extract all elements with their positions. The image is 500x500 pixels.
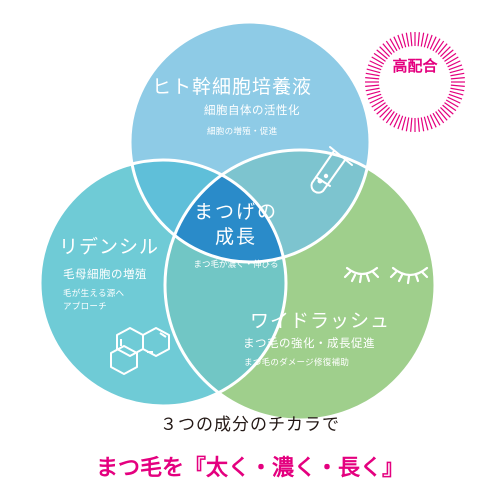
badge-ray [426, 34, 433, 49]
badge-ray [444, 102, 457, 112]
badge-ray [449, 68, 464, 74]
badge-ray [450, 77, 465, 80]
badge-ray [379, 46, 390, 57]
badge-ray [444, 52, 457, 62]
badge-ray [401, 33, 407, 48]
left-circle-line1: 毛母細胞の増殖 [63, 267, 147, 281]
badge-ray [435, 111, 445, 124]
right-circle-line1: まつ毛の強化・成長促進 [243, 336, 375, 350]
left-circle-title: リデンシル [59, 236, 160, 258]
footer-line1: ３つの成分のチカラで [160, 415, 340, 435]
badge-ray [367, 64, 382, 71]
badge-ray [365, 87, 380, 92]
badge-ray [401, 116, 407, 131]
badge-ray [397, 34, 404, 49]
badge-ray [369, 96, 383, 104]
badge-ray [426, 115, 433, 130]
badge-ray [423, 33, 429, 48]
badge-ray [366, 90, 381, 96]
badge-label: 高配合 [392, 57, 438, 75]
badge-ray [366, 68, 381, 74]
badge-ray [450, 87, 465, 92]
badge-ray [405, 32, 410, 47]
circle-center [165, 160, 286, 262]
badge-ray [369, 60, 383, 68]
badge-ray [410, 117, 413, 132]
left-circle-line2: 毛が生える源へ [63, 289, 125, 299]
badge-ray [437, 43, 448, 55]
badge-ray [393, 114, 401, 128]
badge-ray [389, 112, 398, 126]
badge-ray [385, 111, 395, 124]
badge-ray [437, 109, 448, 121]
badge-ray [449, 90, 464, 96]
badge-ray [376, 49, 388, 60]
badge-ray [420, 117, 425, 132]
badge-ray [410, 32, 413, 47]
badge-ray [448, 93, 463, 100]
badge-ray [371, 56, 385, 65]
badge-ray [432, 112, 441, 126]
badge-ray [447, 60, 461, 68]
footer-tagline: まつ毛を『太く・濃く・長く』 [95, 455, 404, 481]
badge-ray [417, 32, 420, 47]
badge-ray [450, 84, 465, 87]
eyelash-icon [343, 266, 429, 285]
badge-ray [440, 107, 451, 118]
molecule-icon [110, 327, 170, 375]
badge-ray [429, 36, 437, 50]
badge-ray [373, 52, 386, 62]
right-circle-line2: まつ毛のダメージ修復補助 [244, 358, 350, 368]
badge-ray [435, 40, 445, 53]
badge-ray [373, 102, 386, 112]
center-title-line2: 成長 [214, 226, 257, 248]
badge-ray [376, 104, 388, 115]
badge-ray [445, 56, 459, 65]
badge-ray [450, 72, 465, 77]
badge-ray [429, 114, 437, 128]
test-tube-icon [310, 146, 353, 194]
badge-ray [405, 117, 410, 132]
badge-ray [445, 99, 459, 108]
badge-ray [397, 115, 404, 130]
badge-ray [371, 99, 385, 108]
badge-ray [417, 117, 420, 132]
badge-ray [367, 93, 382, 100]
badge-ray [382, 109, 393, 121]
badge-ray [365, 84, 380, 87]
center-title-line1: まつげの [193, 201, 278, 223]
right-circle-title: ワイドラッシュ [250, 310, 391, 332]
badge-ray [440, 46, 451, 57]
badge-ray [447, 96, 461, 104]
badge-ray [442, 104, 454, 115]
top-circle-title: ヒト幹細胞培養液 [152, 76, 313, 98]
left-circle-line3: アプローチ [63, 302, 108, 312]
badge-ray [365, 77, 380, 80]
center-subtitle: まつ毛が濃く・伸びる [193, 260, 279, 270]
top-circle-line2: 細胞の増殖・促進 [207, 127, 278, 137]
badge-ray [385, 40, 395, 53]
badge-ray [379, 107, 390, 118]
top-circle-line1: 細胞自体の活性化 [204, 103, 300, 117]
badge-sunburst-icon [365, 32, 465, 132]
badge-ray [389, 38, 398, 52]
badge-ray [420, 32, 425, 47]
badge-ray [448, 64, 463, 71]
badge-ray [423, 116, 429, 131]
badge-ray [432, 38, 441, 52]
badge-ray [393, 36, 401, 50]
badge-ray [442, 49, 454, 60]
badge-ray [382, 43, 393, 55]
badge-ray [365, 72, 380, 77]
